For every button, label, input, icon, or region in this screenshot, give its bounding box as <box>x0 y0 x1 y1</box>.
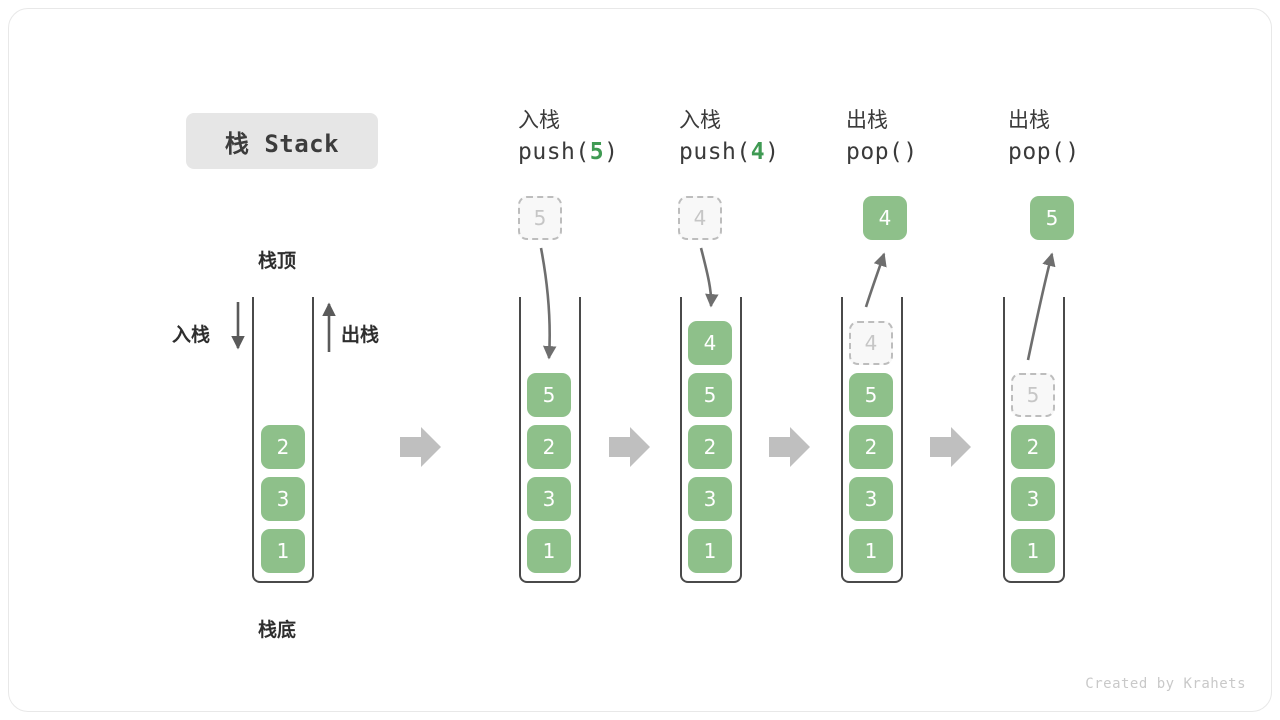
operation-caption-push-5: 入栈 push(5) <box>518 105 688 169</box>
code-suffix: ) <box>765 139 780 165</box>
stack-bottom-label: 栈底 <box>258 619 297 641</box>
popped-cell-5: 5 <box>1030 196 1074 240</box>
operation-caption-code: push(5) <box>518 135 688 169</box>
code-arg: 5 <box>589 139 605 165</box>
stack-cell: 2 <box>688 425 732 469</box>
stack-cell: 4 <box>688 321 732 365</box>
stack-cell: 1 <box>527 529 571 573</box>
stack-cell: 3 <box>849 477 893 521</box>
stack-cell: 2 <box>1011 425 1055 469</box>
stack-container-pop-5 <box>1003 297 1065 583</box>
operation-caption-cn: 入栈 <box>518 108 560 132</box>
stack-cell: 3 <box>1011 477 1055 521</box>
push-direction-label: 入栈 <box>172 324 211 346</box>
stack-cell: 1 <box>261 529 305 573</box>
stack-cell: 1 <box>1011 529 1055 573</box>
stack-cell: 2 <box>261 425 305 469</box>
pop-direction-label: 出栈 <box>341 324 380 346</box>
operation-caption-code: pop() <box>846 135 1016 169</box>
floating-cell-push-4: 4 <box>678 196 722 240</box>
code-suffix: ) <box>903 139 918 165</box>
operation-caption-push-4: 入栈 push(4) <box>679 105 849 169</box>
diagram-title: 栈 Stack <box>186 113 378 169</box>
stack-cell: 2 <box>527 425 571 469</box>
stack-cell-ghost: 4 <box>849 321 893 365</box>
stack-cell: 5 <box>849 373 893 417</box>
stack-container-push-5 <box>519 297 581 583</box>
operation-caption-code: push(4) <box>679 135 849 169</box>
stack-cell-ghost: 5 <box>1011 373 1055 417</box>
code-prefix: push( <box>679 139 751 165</box>
operation-caption-code: pop() <box>1008 135 1178 169</box>
code-prefix: push( <box>518 139 590 165</box>
code-arg: 4 <box>750 139 766 165</box>
stack-cell: 3 <box>527 477 571 521</box>
stack-cell: 5 <box>688 373 732 417</box>
code-prefix: pop( <box>1008 139 1066 165</box>
code-suffix: ) <box>1065 139 1080 165</box>
stack-cell: 1 <box>849 529 893 573</box>
stack-container-initial <box>252 297 314 583</box>
stack-cell: 5 <box>527 373 571 417</box>
operation-caption-cn: 出栈 <box>1008 108 1050 132</box>
stack-cell: 3 <box>688 477 732 521</box>
operation-caption-cn: 入栈 <box>679 108 721 132</box>
code-prefix: pop( <box>846 139 904 165</box>
popped-cell-4: 4 <box>863 196 907 240</box>
stack-cell: 2 <box>849 425 893 469</box>
code-suffix: ) <box>604 139 619 165</box>
stack-top-label: 栈顶 <box>258 250 297 272</box>
stack-container-pop-4 <box>841 297 903 583</box>
floating-cell-push-5: 5 <box>518 196 562 240</box>
operation-caption-pop-5: 出栈 pop() <box>1008 105 1178 169</box>
operation-caption-cn: 出栈 <box>846 108 888 132</box>
stack-container-push-4 <box>680 297 742 583</box>
stack-cell: 3 <box>261 477 305 521</box>
footer-credit: Created by Krahets <box>1085 676 1246 692</box>
stack-cell: 1 <box>688 529 732 573</box>
operation-caption-pop-4: 出栈 pop() <box>846 105 1016 169</box>
